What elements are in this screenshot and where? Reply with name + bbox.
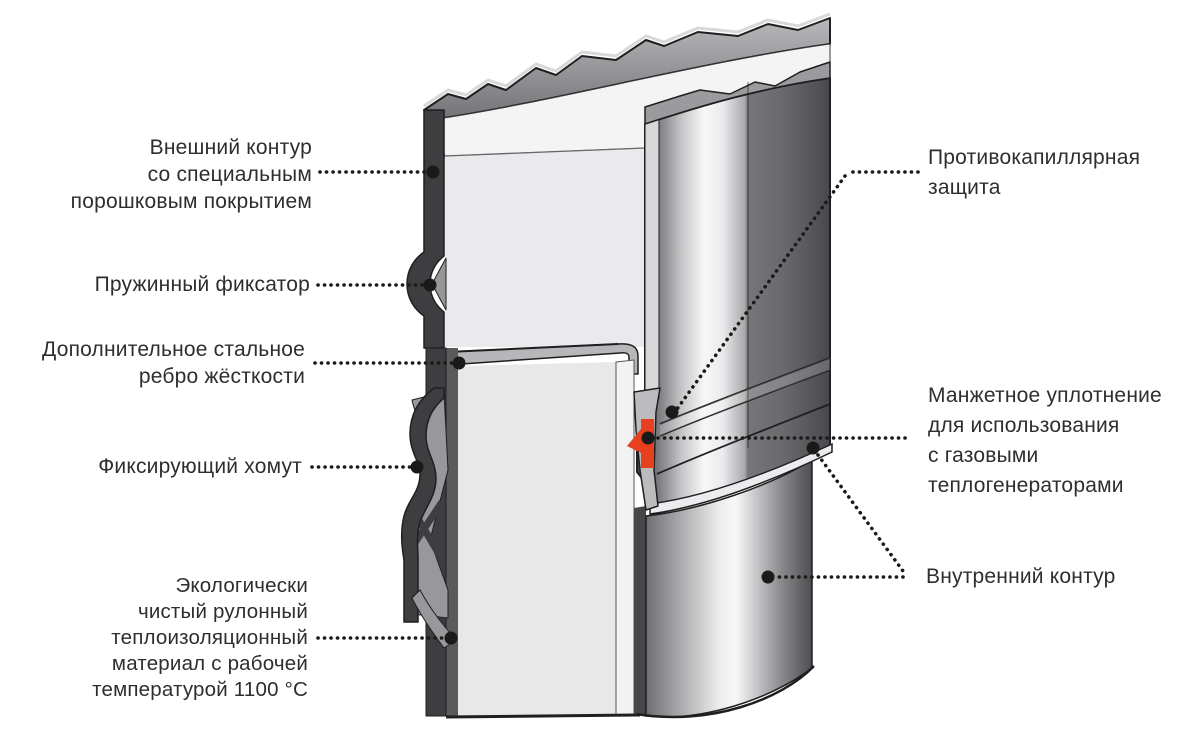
label-line: чистый рулонный — [137, 600, 308, 623]
spring-lock-wedge — [431, 257, 447, 311]
label-cuff-seal: Манжетное уплотнение для использования с… — [928, 381, 1188, 501]
dot-anti-capillary — [665, 405, 679, 419]
leader-lines — [310, 170, 920, 640]
anti-capillary-groove-bands — [656, 357, 831, 475]
label-line: Противокапиллярная — [928, 146, 1141, 169]
leader-dots — [410, 165, 820, 645]
label-line: Внутренний контур — [926, 565, 1116, 588]
insulation-upper-face — [445, 148, 645, 347]
label-line: Фиксирующий хомут — [98, 455, 302, 478]
label-line: Пружинный фиксатор — [94, 273, 310, 296]
label-line: порошковым покрытием — [70, 190, 312, 213]
dot-insulation — [444, 631, 458, 645]
inner-pipe-cut-band — [644, 61, 831, 125]
clamp-tail — [411, 589, 457, 649]
label-outer-contour: Внешний контур со специальным порошковым… — [12, 134, 312, 215]
label-steel-rib: Дополнительное стальное ребро жёсткости — [15, 336, 305, 390]
label-line: защита — [928, 176, 1001, 199]
dot-steel-rib — [452, 356, 466, 370]
label-line: для использования — [928, 414, 1120, 437]
label-line: со специальным — [147, 163, 312, 186]
dot-outer-contour — [426, 165, 440, 179]
label-anti-capillary: Противокапиллярная защита — [928, 143, 1188, 203]
label-line: Экологически — [175, 574, 308, 597]
label-line: температурой 1100 °C — [92, 678, 308, 701]
dot-cuff-seal — [641, 431, 655, 445]
dot-inner-contour-top — [806, 441, 820, 455]
label-line: теплоизоляционный — [111, 626, 308, 649]
label-clamp: Фиксирующий хомут — [42, 453, 302, 480]
label-line: Внешний контур — [149, 136, 312, 159]
socket-bottom-rim — [649, 442, 833, 515]
label-line: Дополнительное стальное — [42, 338, 305, 361]
label-inner-contour: Внутренний контур — [926, 563, 1186, 590]
label-insulation: Экологически чистый рулонный теплоизоляц… — [28, 573, 308, 703]
outer-shell-left-wall — [406, 109, 447, 349]
leader-anti-capillary-diag — [675, 174, 847, 411]
insulation-boundary-line — [444, 147, 646, 157]
inner-pipe-upper — [636, 61, 833, 515]
label-line: с газовыми — [928, 444, 1039, 467]
label-line: материал с рабочей — [111, 652, 308, 675]
dot-clamp — [410, 460, 424, 474]
pipe-bottom-rim — [635, 665, 815, 719]
inner-pipe-lower — [634, 458, 815, 719]
label-line: теплогенераторами — [928, 474, 1124, 497]
insulation-lower — [445, 348, 641, 719]
dot-inner-contour-bottom — [761, 570, 775, 584]
dot-spring-lock — [423, 278, 437, 292]
clamp-assembly — [400, 347, 457, 717]
clamp-outer-band — [400, 387, 445, 623]
inner-pipe-cut-edge — [644, 109, 660, 399]
label-spring-lock: Пружинный фиксатор — [30, 271, 310, 298]
label-line: ребро жёсткости — [138, 365, 305, 388]
leader-inner-contour-diag — [816, 453, 905, 573]
label-line: Манжетное уплотнение — [928, 384, 1162, 407]
